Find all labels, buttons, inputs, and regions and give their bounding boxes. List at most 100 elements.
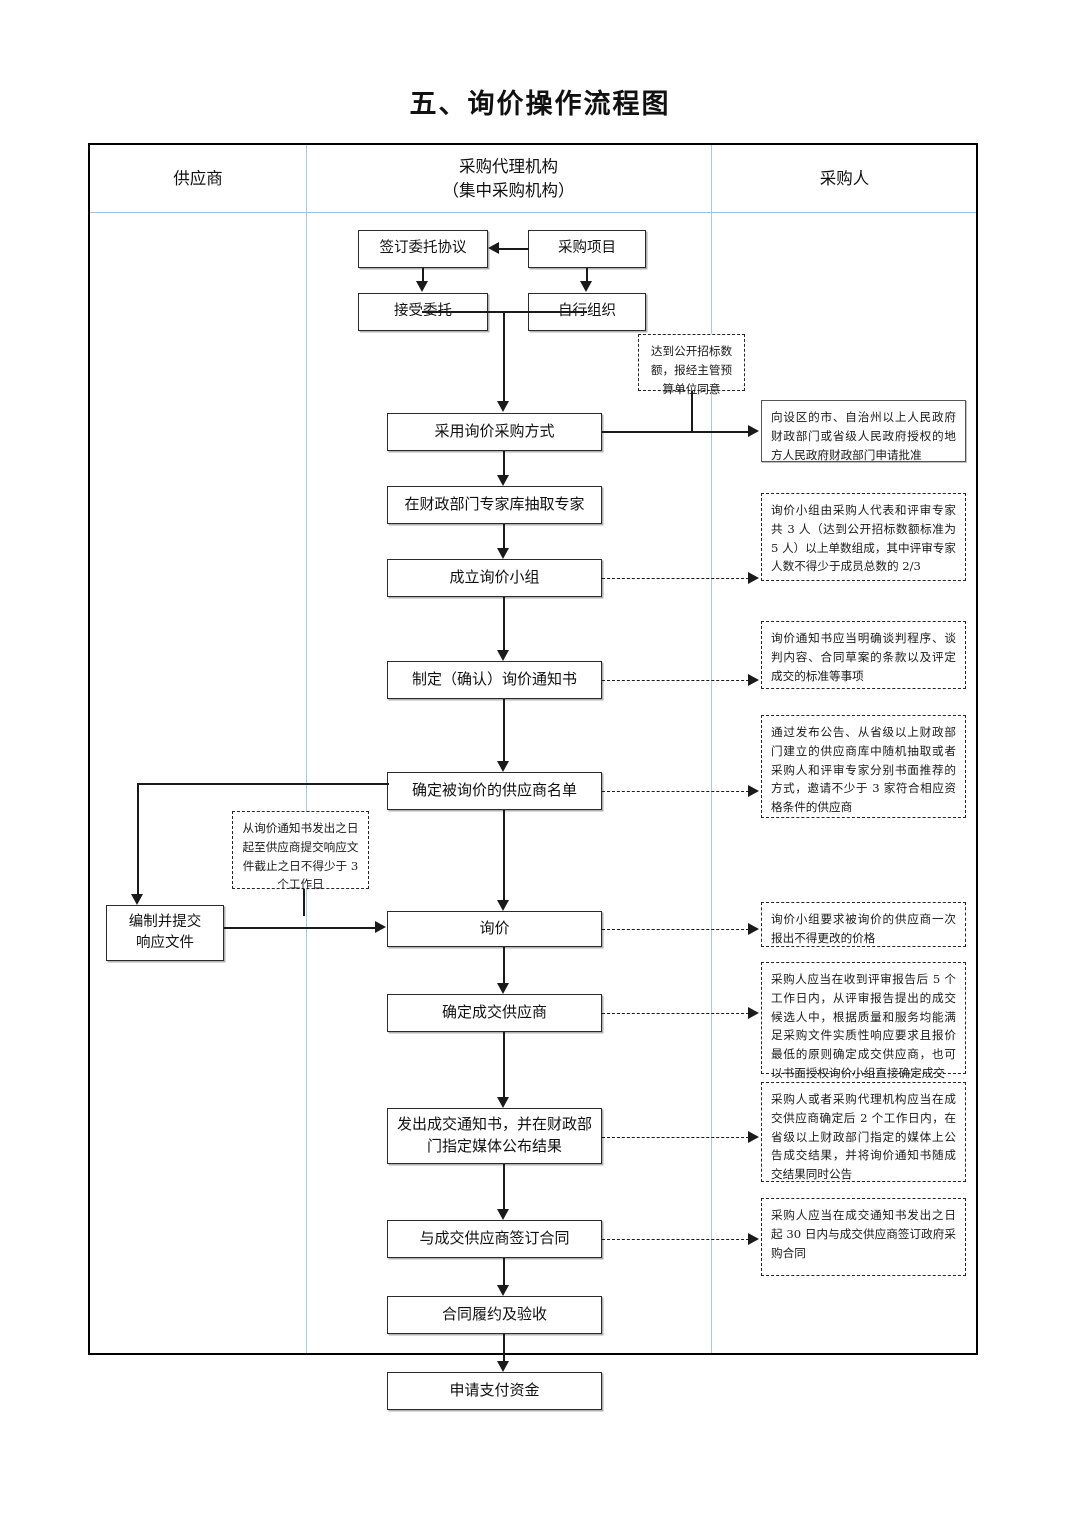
note-notice-content: 询价通知书应当明确谈判程序、谈判内容、合同草案的条款以及评定成交的标准等事项: [761, 621, 966, 689]
box-sign-contract-with-winner[interactable]: 与成交供应商签订合同: [387, 1220, 602, 1258]
connector-contract-to-note: [602, 1239, 754, 1240]
note-result-announcement: 采购人或者采购代理机构应当在成交供应商确定后 2 个工作日内，在省级以上财政部门…: [761, 1082, 966, 1182]
connector-project-to-self: [586, 268, 588, 282]
arrowhead-down: [416, 281, 428, 292]
arrowhead-down: [580, 281, 592, 292]
connector-inquiry-to-winner: [503, 947, 505, 985]
box-draw-experts[interactable]: 在财政部门专家库抽取专家: [387, 486, 602, 524]
box-label: 确定成交供应商: [441, 1003, 547, 1022]
arrowhead-down: [131, 894, 143, 905]
arrowhead-down: [497, 1209, 509, 1220]
arrowhead-down: [497, 761, 509, 772]
connector-adopt-to-approval: [602, 431, 752, 433]
box-label: 成立询价小组: [449, 568, 540, 587]
box-apply-payment[interactable]: 申请支付资金: [387, 1372, 602, 1410]
header-rule: [90, 212, 976, 213]
connector-group-to-note: [602, 578, 754, 579]
column-header-agency-label-line1: 采购代理机构: [459, 156, 558, 176]
arrowhead-down: [497, 900, 509, 911]
box-label: 确定被询价的供应商名单: [411, 781, 577, 800]
box-label: 申请支付资金: [449, 1381, 540, 1400]
box-label: 在财政部门专家库抽取专家: [404, 495, 585, 514]
arrowhead-left: [488, 242, 499, 254]
box-label-line1: 编制并提交: [128, 913, 202, 930]
box-label: 询价: [479, 919, 510, 938]
connector-suppliers-to-left: [137, 783, 389, 785]
arrowhead-down: [497, 1285, 509, 1296]
arrowhead-right: [748, 923, 759, 935]
note-supplier-selection: 通过发布公告、从省级以上财政部门建立的供应商库中随机抽取或者采购人和评审专家分别…: [761, 715, 966, 818]
note-text: 从询价通知书发出之日起至供应商提交响应文件截止之日不得少于 3 个工作日: [242, 821, 359, 892]
box-label: 采购项目: [558, 240, 616, 257]
box-determine-winning-supplier[interactable]: 确定成交供应商: [387, 994, 602, 1032]
box-label: 签订委托协议: [379, 240, 467, 257]
box-purchase-project[interactable]: 采购项目: [528, 230, 646, 268]
arrowhead-down: [497, 983, 509, 994]
note-text: 询价通知书应当明确谈判程序、谈判内容、合同草案的条款以及评定成交的标准等事项: [771, 631, 956, 683]
box-form-inquiry-group[interactable]: 成立询价小组: [387, 559, 602, 597]
connector-perform-to-payment: [503, 1334, 505, 1363]
connector-draw-to-group: [503, 524, 505, 550]
connector-winner-to-issue: [503, 1032, 505, 1099]
connector-issue-to-note: [602, 1137, 754, 1138]
note-winner-determination: 采购人应当在收到评审报告后 5 个工作日内，从评审报告提出的成交候选人中，根据质…: [761, 962, 966, 1080]
column-header-purchaser: 采购人: [711, 145, 978, 212]
column-header-supplier: 供应商: [90, 145, 306, 212]
note-text: 达到公开招标数额，报经主管预算单位同意: [650, 344, 733, 396]
connector-note-amount-down: [691, 391, 693, 431]
box-label: 合同履约及验收: [441, 1305, 547, 1324]
arrowhead-right: [748, 1131, 759, 1143]
arrowhead-right: [748, 572, 759, 584]
note-text: 采购人应当在收到评审报告后 5 个工作日内，从评审报告提出的成交候选人中，根据质…: [771, 972, 956, 1080]
box-label: 与成交供应商签订合同: [419, 1229, 570, 1248]
note-text: 询价小组要求被询价的供应商一次报出不得更改的价格: [771, 912, 956, 945]
box-label-line1: 发出成交通知书，并在财政部: [396, 1115, 592, 1134]
connector-issue-to-contract: [503, 1164, 505, 1211]
column-header-agency: 采购代理机构 （集中采购机构）: [306, 145, 711, 212]
box-label: 制定（确认）询价通知书: [411, 670, 577, 689]
connector-response-to-inquiry: [224, 927, 379, 929]
arrowhead-right: [748, 1233, 759, 1245]
note-contract-deadline: 采购人应当在成交通知书发出之日起 30 日内与成交供应商签订政府采购合同: [761, 1198, 966, 1276]
connector-suppliers-to-note: [602, 791, 754, 792]
arrowhead-down: [497, 475, 509, 486]
note-text: 向设区的市、自治州以上人民政府财政部门或省级人民政府授权的地方人民政府财政部门申…: [771, 410, 956, 462]
arrowhead-right: [375, 921, 386, 933]
arrowhead-down: [497, 1361, 509, 1372]
note-one-time-quote: 询价小组要求被询价的供应商一次报出不得更改的价格: [761, 902, 966, 947]
page-title: 五、询价操作流程图: [409, 89, 671, 120]
column-divider-1: [306, 145, 307, 1353]
arrowhead-down: [497, 1097, 509, 1108]
connector-notice-to-note: [602, 680, 754, 681]
note-response-deadline: 从询价通知书发出之日起至供应商提交响应文件截止之日不得少于 3 个工作日: [232, 811, 369, 892]
connector-suppliers-to-inquiry: [503, 810, 505, 902]
box-issue-award-notice[interactable]: 发出成交通知书，并在财政部 门指定媒体公布结果: [387, 1108, 602, 1164]
box-label: 自行组织: [558, 303, 616, 320]
box-sign-entrust-agreement[interactable]: 签订委托协议: [358, 230, 488, 268]
box-prepare-response-file[interactable]: 编制并提交 响应文件: [106, 905, 224, 961]
arrowhead-down: [497, 401, 509, 412]
arrowhead-right: [748, 785, 759, 797]
connector-group-to-notice: [503, 597, 505, 652]
box-determine-queried-suppliers[interactable]: 确定被询价的供应商名单: [387, 772, 602, 810]
column-header-purchaser-label: 采购人: [819, 168, 870, 188]
note-text: 询价小组由采购人代表和评审专家共 3 人（达到公开招标数额标准为 5 人）以上单…: [771, 503, 956, 574]
column-header-supplier-label: 供应商: [173, 168, 223, 188]
connector-contract-to-perform: [503, 1258, 505, 1287]
box-contract-performance-acceptance[interactable]: 合同履约及验收: [387, 1296, 602, 1334]
box-label-line2: 门指定媒体公布结果: [426, 1137, 562, 1155]
arrowhead-right: [748, 425, 759, 437]
arrowhead-down: [497, 650, 509, 661]
connector-project-to-sign: [499, 248, 529, 250]
connector-deadline-down: [303, 889, 305, 916]
column-header-agency-label-line2: （集中采购机构）: [442, 180, 575, 200]
connector-inquiry-to-note: [602, 929, 754, 930]
connector-notice-to-suppliers: [503, 699, 505, 763]
connector-adopt-to-draw: [503, 451, 505, 477]
note-open-tender-amount: 达到公开招标数额，报经主管预算单位同意: [638, 334, 745, 396]
flowchart-frame: 供应商 采购代理机构 （集中采购机构） 采购人 签订委托协议 采购项目 接受委托…: [88, 143, 978, 1410]
box-make-inquiry-notice[interactable]: 制定（确认）询价通知书: [387, 661, 602, 699]
box-inquiry[interactable]: 询价: [387, 911, 602, 947]
box-adopt-inquiry-method[interactable]: 采用询价采购方式: [387, 413, 602, 451]
